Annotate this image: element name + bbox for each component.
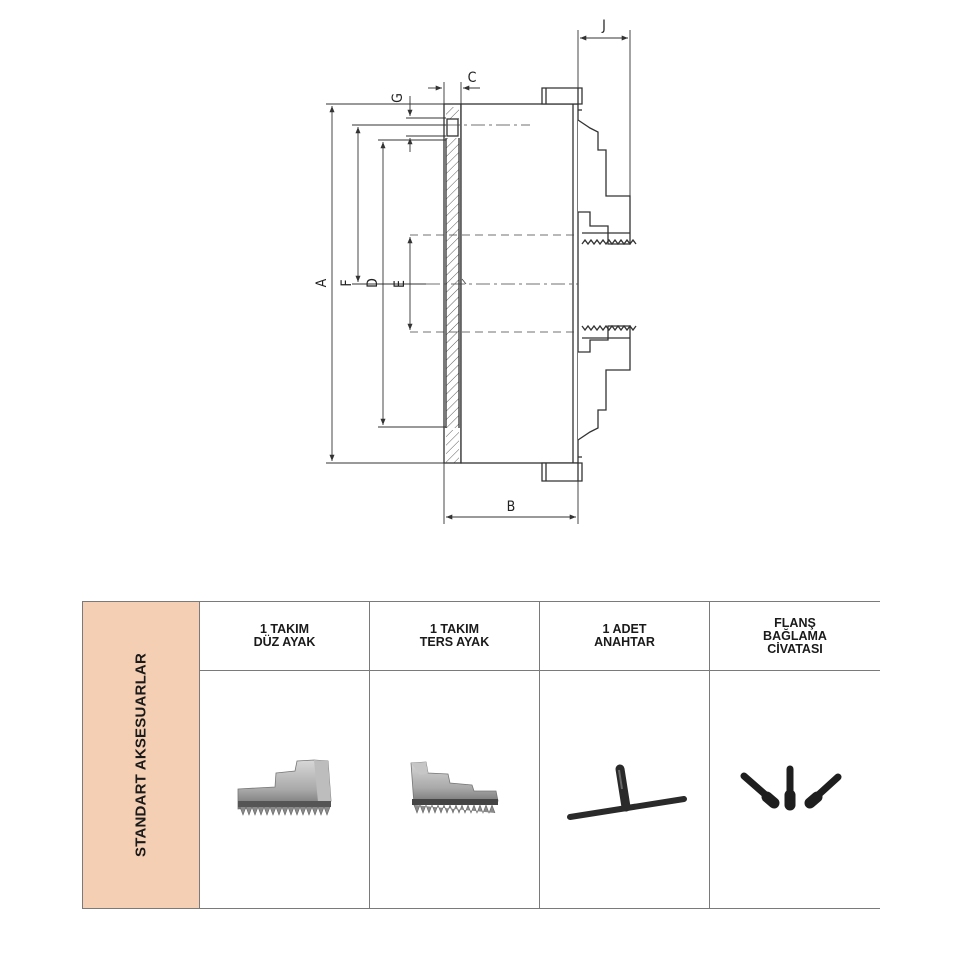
flange-bolts-icon	[710, 671, 880, 909]
straight-jaw-set-icon	[200, 671, 369, 909]
accessory-title: FLANŞ BAĞLAMA CİVATASI	[710, 602, 880, 671]
dim-label-j: J	[601, 18, 606, 34]
chuck-key-icon	[540, 671, 709, 909]
dimension-labels: A F D E G C B J	[314, 18, 606, 515]
dim-label-g: G	[390, 93, 406, 103]
accessory-title: 1 TAKIM DÜZ AYAK	[200, 602, 369, 671]
accessory-column-chuck-key: 1 ADET ANAHTAR	[540, 601, 710, 909]
accessory-title: 1 TAKIM TERS AYAK	[370, 602, 539, 671]
accessory-column-straight-jaws: 1 TAKIM DÜZ AYAK	[200, 601, 370, 909]
center-lines	[410, 124, 578, 333]
chuck-body	[443, 87, 637, 482]
dim-label-f: F	[339, 279, 355, 286]
dimension-lines	[326, 30, 631, 524]
dim-label-c: C	[468, 70, 477, 86]
standard-accessories-table: STANDART AKSESUARLAR 1 TAKIM DÜZ AYAK 1 …	[82, 601, 880, 909]
section-label-cell: STANDART AKSESUARLAR	[82, 601, 200, 909]
accessory-column-flange-bolts: FLANŞ BAĞLAMA CİVATASI	[710, 601, 880, 909]
dim-label-d: D	[365, 278, 381, 288]
reverse-jaw-set-icon	[370, 671, 539, 909]
dim-label-a: A	[314, 278, 330, 287]
dim-label-e: E	[392, 280, 408, 288]
chuck-technical-drawing: A F D E G C B J	[314, 18, 637, 524]
section-label: STANDART AKSESUARLAR	[132, 653, 150, 857]
accessory-title: 1 ADET ANAHTAR	[540, 602, 709, 671]
accessory-column-reverse-jaws: 1 TAKIM TERS AYAK	[370, 601, 540, 909]
dim-label-b: B	[507, 499, 516, 515]
